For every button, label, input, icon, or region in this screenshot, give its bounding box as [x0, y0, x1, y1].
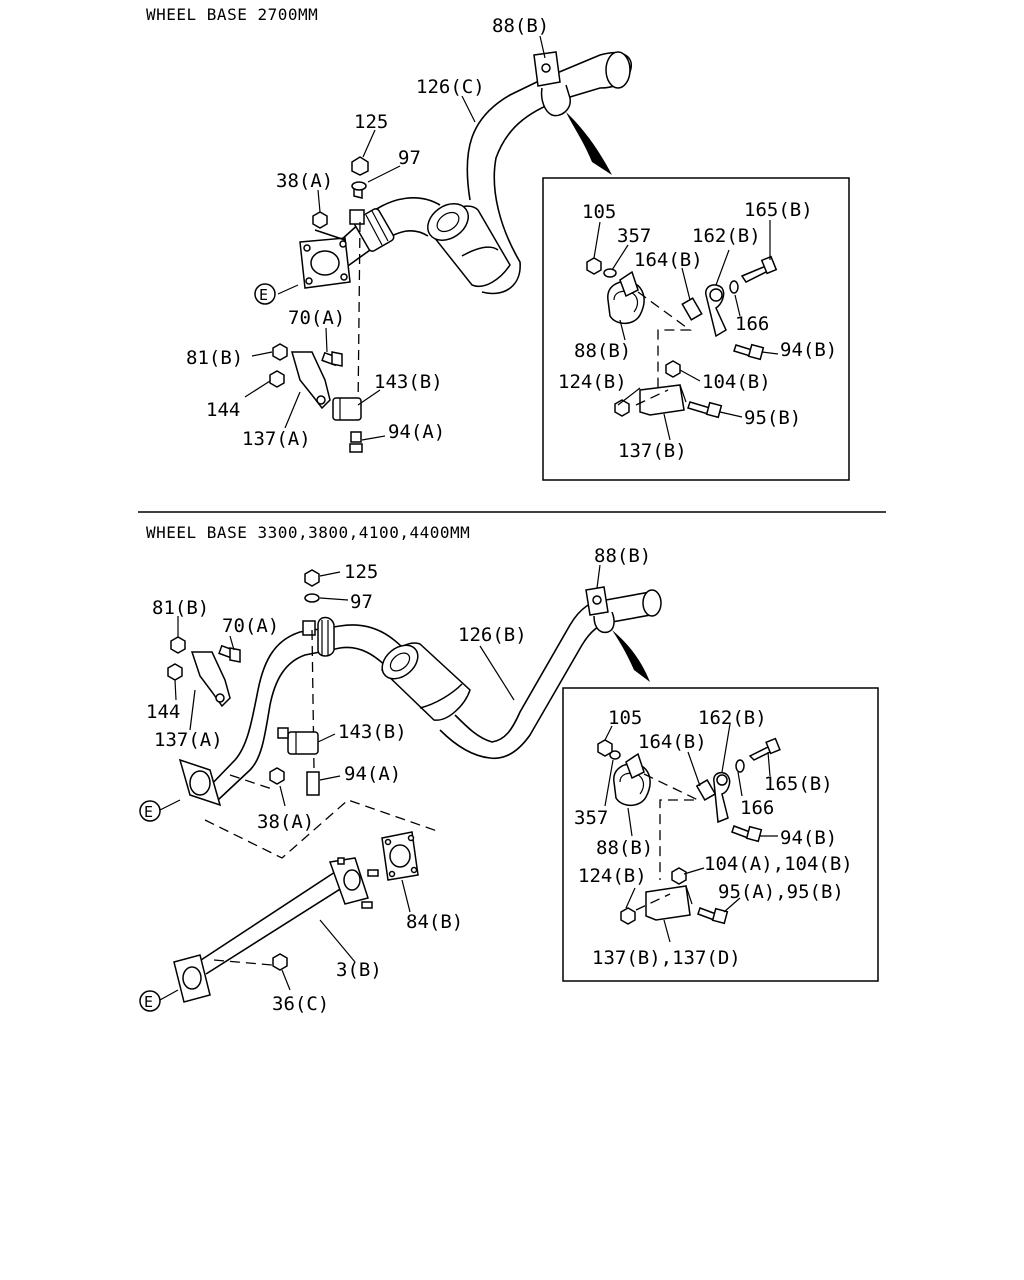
lower-callout-81b: 81(B): [152, 597, 209, 619]
detail-arrow-lower: [612, 630, 650, 682]
lower-callout-125: 125: [344, 561, 378, 583]
detail-callout-165b: 165(B): [744, 199, 813, 221]
hanger-143b-lower: [277, 727, 320, 796]
lower-reference-e-circle-1: [139, 800, 161, 822]
detail-box-upper: [542, 177, 850, 481]
clamp-top-upper: [349, 187, 365, 225]
pipe-3b: [173, 857, 379, 1003]
callout-125: 125: [354, 111, 388, 133]
lower-callout-38a: 38(A): [257, 811, 314, 833]
bracket-137a-upper: [269, 343, 343, 410]
lower-detail-callout-166: 166: [740, 797, 774, 819]
lower-callout-70a: 70(A): [222, 615, 279, 637]
lower-detail-callout-164b: 164(B): [638, 731, 707, 753]
lower-callout-94a: 94(A): [344, 763, 401, 785]
detail-callout-95b: 95(B): [744, 407, 801, 429]
lower-detail-callout-104: 104(A),104(B): [704, 853, 853, 875]
detail-callout-137b: 137(B): [618, 440, 687, 462]
lower-reference-e-1: E: [144, 803, 153, 821]
lower-callout-137a: 137(A): [154, 729, 223, 751]
lower-callout-84b: 84(B): [406, 911, 463, 933]
reference-e: E: [259, 286, 268, 304]
dashed-connector-lower: [204, 799, 441, 859]
lower-detail-callout-137: 137(B),137(D): [592, 947, 741, 969]
lower-callout-36c: 36(C): [272, 993, 329, 1015]
callout-38a: 38(A): [276, 170, 333, 192]
lower-detail-callout-95: 95(A),95(B): [718, 881, 844, 903]
detail-callout-166: 166: [735, 313, 769, 335]
callout-144: 144: [206, 399, 240, 421]
detail-callout-164b: 164(B): [634, 249, 703, 271]
detail-callout-124b: 124(B): [558, 371, 627, 393]
front-pipe-upper: [299, 197, 441, 289]
muffler-upper: [427, 203, 511, 287]
lower-callout-3b: 3(B): [336, 959, 382, 981]
callout-97: 97: [398, 147, 421, 169]
callout-94a: 94(A): [388, 421, 445, 443]
callout-143b: 143(B): [374, 371, 443, 393]
clamp-88b-upper: [533, 51, 571, 117]
lower-detail-callout-124b: 124(B): [578, 865, 647, 887]
flange-lower-pipe: [178, 758, 285, 807]
leader-lines-lower: [159, 564, 601, 1001]
lower-callout-143b: 143(B): [338, 721, 407, 743]
hanger-axis-upper: [357, 221, 361, 411]
muffler-lower: [381, 642, 471, 721]
callout-137a: 137(A): [242, 428, 311, 450]
lower-detail-callout-94b: 94(B): [780, 827, 837, 849]
lower-detail-callout-357: 357: [574, 807, 608, 829]
clamp-lower-top: [302, 569, 335, 657]
lower-section-header: WHEEL BASE 3300,3800,4100,4400MM: [146, 523, 470, 542]
detail-arrow-upper: [566, 112, 612, 175]
callout-126c: 126(C): [416, 76, 485, 98]
tail-pipe-126b: [205, 589, 662, 801]
detail-callout-105: 105: [582, 201, 616, 223]
lower-section: WHEEL BASE 3300,3800,4100,4400MM: [139, 523, 879, 1015]
tail-pipe-126c: [466, 51, 632, 295]
reference-e-circle: [254, 283, 276, 305]
upper-section: WHEEL BASE 2700MM: [146, 5, 850, 481]
lower-detail-callout-165b: 165(B): [764, 773, 833, 795]
bracket-137a-lower: [167, 636, 241, 708]
callout-88b: 88(B): [492, 15, 549, 37]
gasket-84b: [381, 831, 419, 881]
callout-81b: 81(B): [186, 347, 243, 369]
lower-callout-126b: 126(B): [458, 624, 527, 646]
clamp-88b-lower: [585, 586, 615, 634]
lower-detail-callout-88b: 88(B): [596, 837, 653, 859]
lower-callout-97: 97: [350, 591, 373, 613]
nut-125-upper: [351, 156, 369, 191]
detail-callout-162b: 162(B): [692, 225, 761, 247]
detail-box-lower: [562, 687, 879, 982]
lower-callout-144: 144: [146, 701, 180, 723]
callout-70a: 70(A): [288, 307, 345, 329]
detail-callout-94b: 94(B): [780, 339, 837, 361]
lower-reference-e-2: E: [144, 993, 153, 1011]
detail-callout-88b: 88(B): [574, 340, 631, 362]
detail-callout-357: 357: [617, 225, 651, 247]
lower-reference-e-circle-2: [139, 990, 161, 1012]
leader-lines-upper: [244, 35, 546, 441]
upper-section-header: WHEEL BASE 2700MM: [146, 5, 318, 24]
lower-detail-callout-105: 105: [608, 707, 642, 729]
lower-callout-88b: 88(B): [594, 545, 651, 567]
nut-38a-upper: [312, 211, 328, 229]
hanger-143b-upper: [332, 397, 363, 453]
detail-callout-104b: 104(B): [702, 371, 771, 393]
lower-detail-callout-162b: 162(B): [698, 707, 767, 729]
